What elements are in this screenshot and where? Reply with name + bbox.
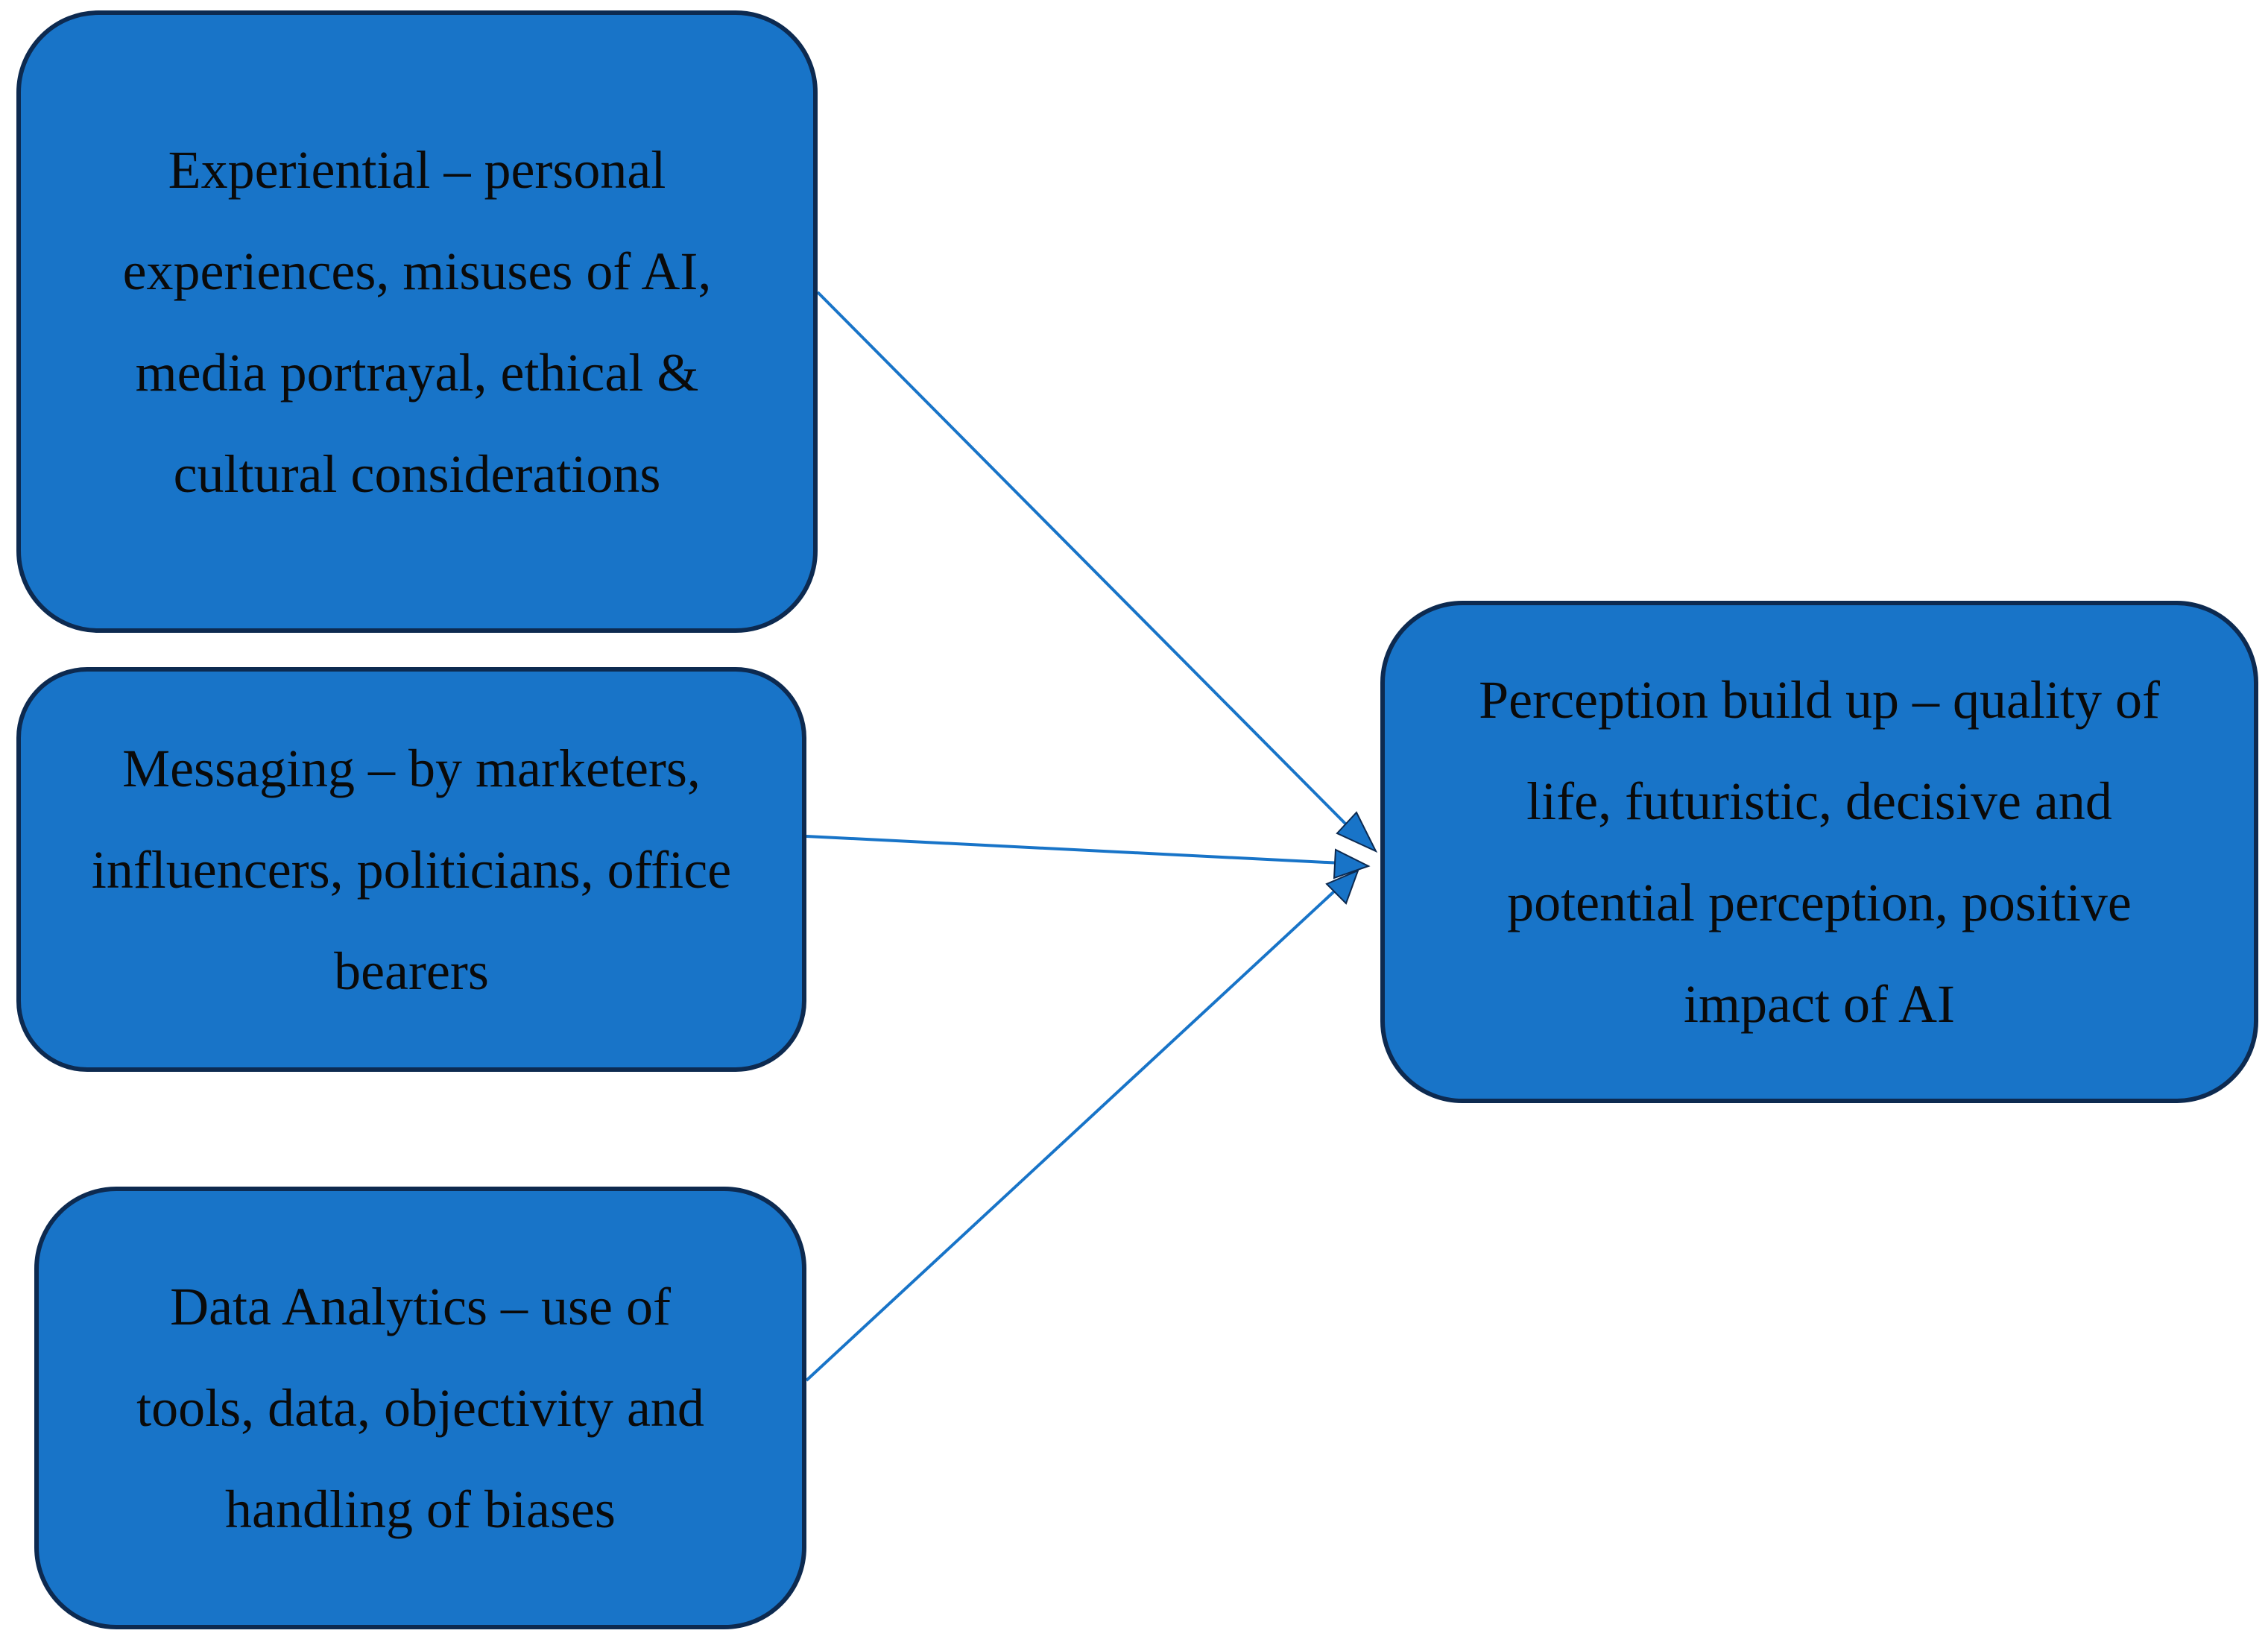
messaging-label: Messaging – by marketers, influencers, p… [91, 738, 732, 1001]
arrow-messaging-to-perception [806, 835, 1342, 865]
arrowhead-messaging-to-perception [1333, 848, 1371, 880]
perception-label: Perception build up – quality of life, f… [1479, 670, 2160, 1034]
arrow-experiential-to-perception [816, 291, 1349, 827]
arrowhead-experiential-to-perception [1336, 811, 1378, 853]
experiential-label: Experiential – personal experiences, mis… [122, 139, 712, 504]
experiential-box: Experiential – personal experiences, mis… [16, 10, 818, 633]
data-analytics-label: Data Analytics – use of tools, data, obj… [136, 1277, 704, 1539]
arrow-analytics-to-perception [805, 890, 1336, 1382]
messaging-box: Messaging – by marketers, influencers, p… [16, 667, 806, 1072]
arrowhead-analytics-to-perception [1325, 869, 1359, 905]
perception-box: Perception build up – quality of life, f… [1380, 601, 2258, 1103]
data-analytics-box: Data Analytics – use of tools, data, obj… [34, 1187, 806, 1629]
